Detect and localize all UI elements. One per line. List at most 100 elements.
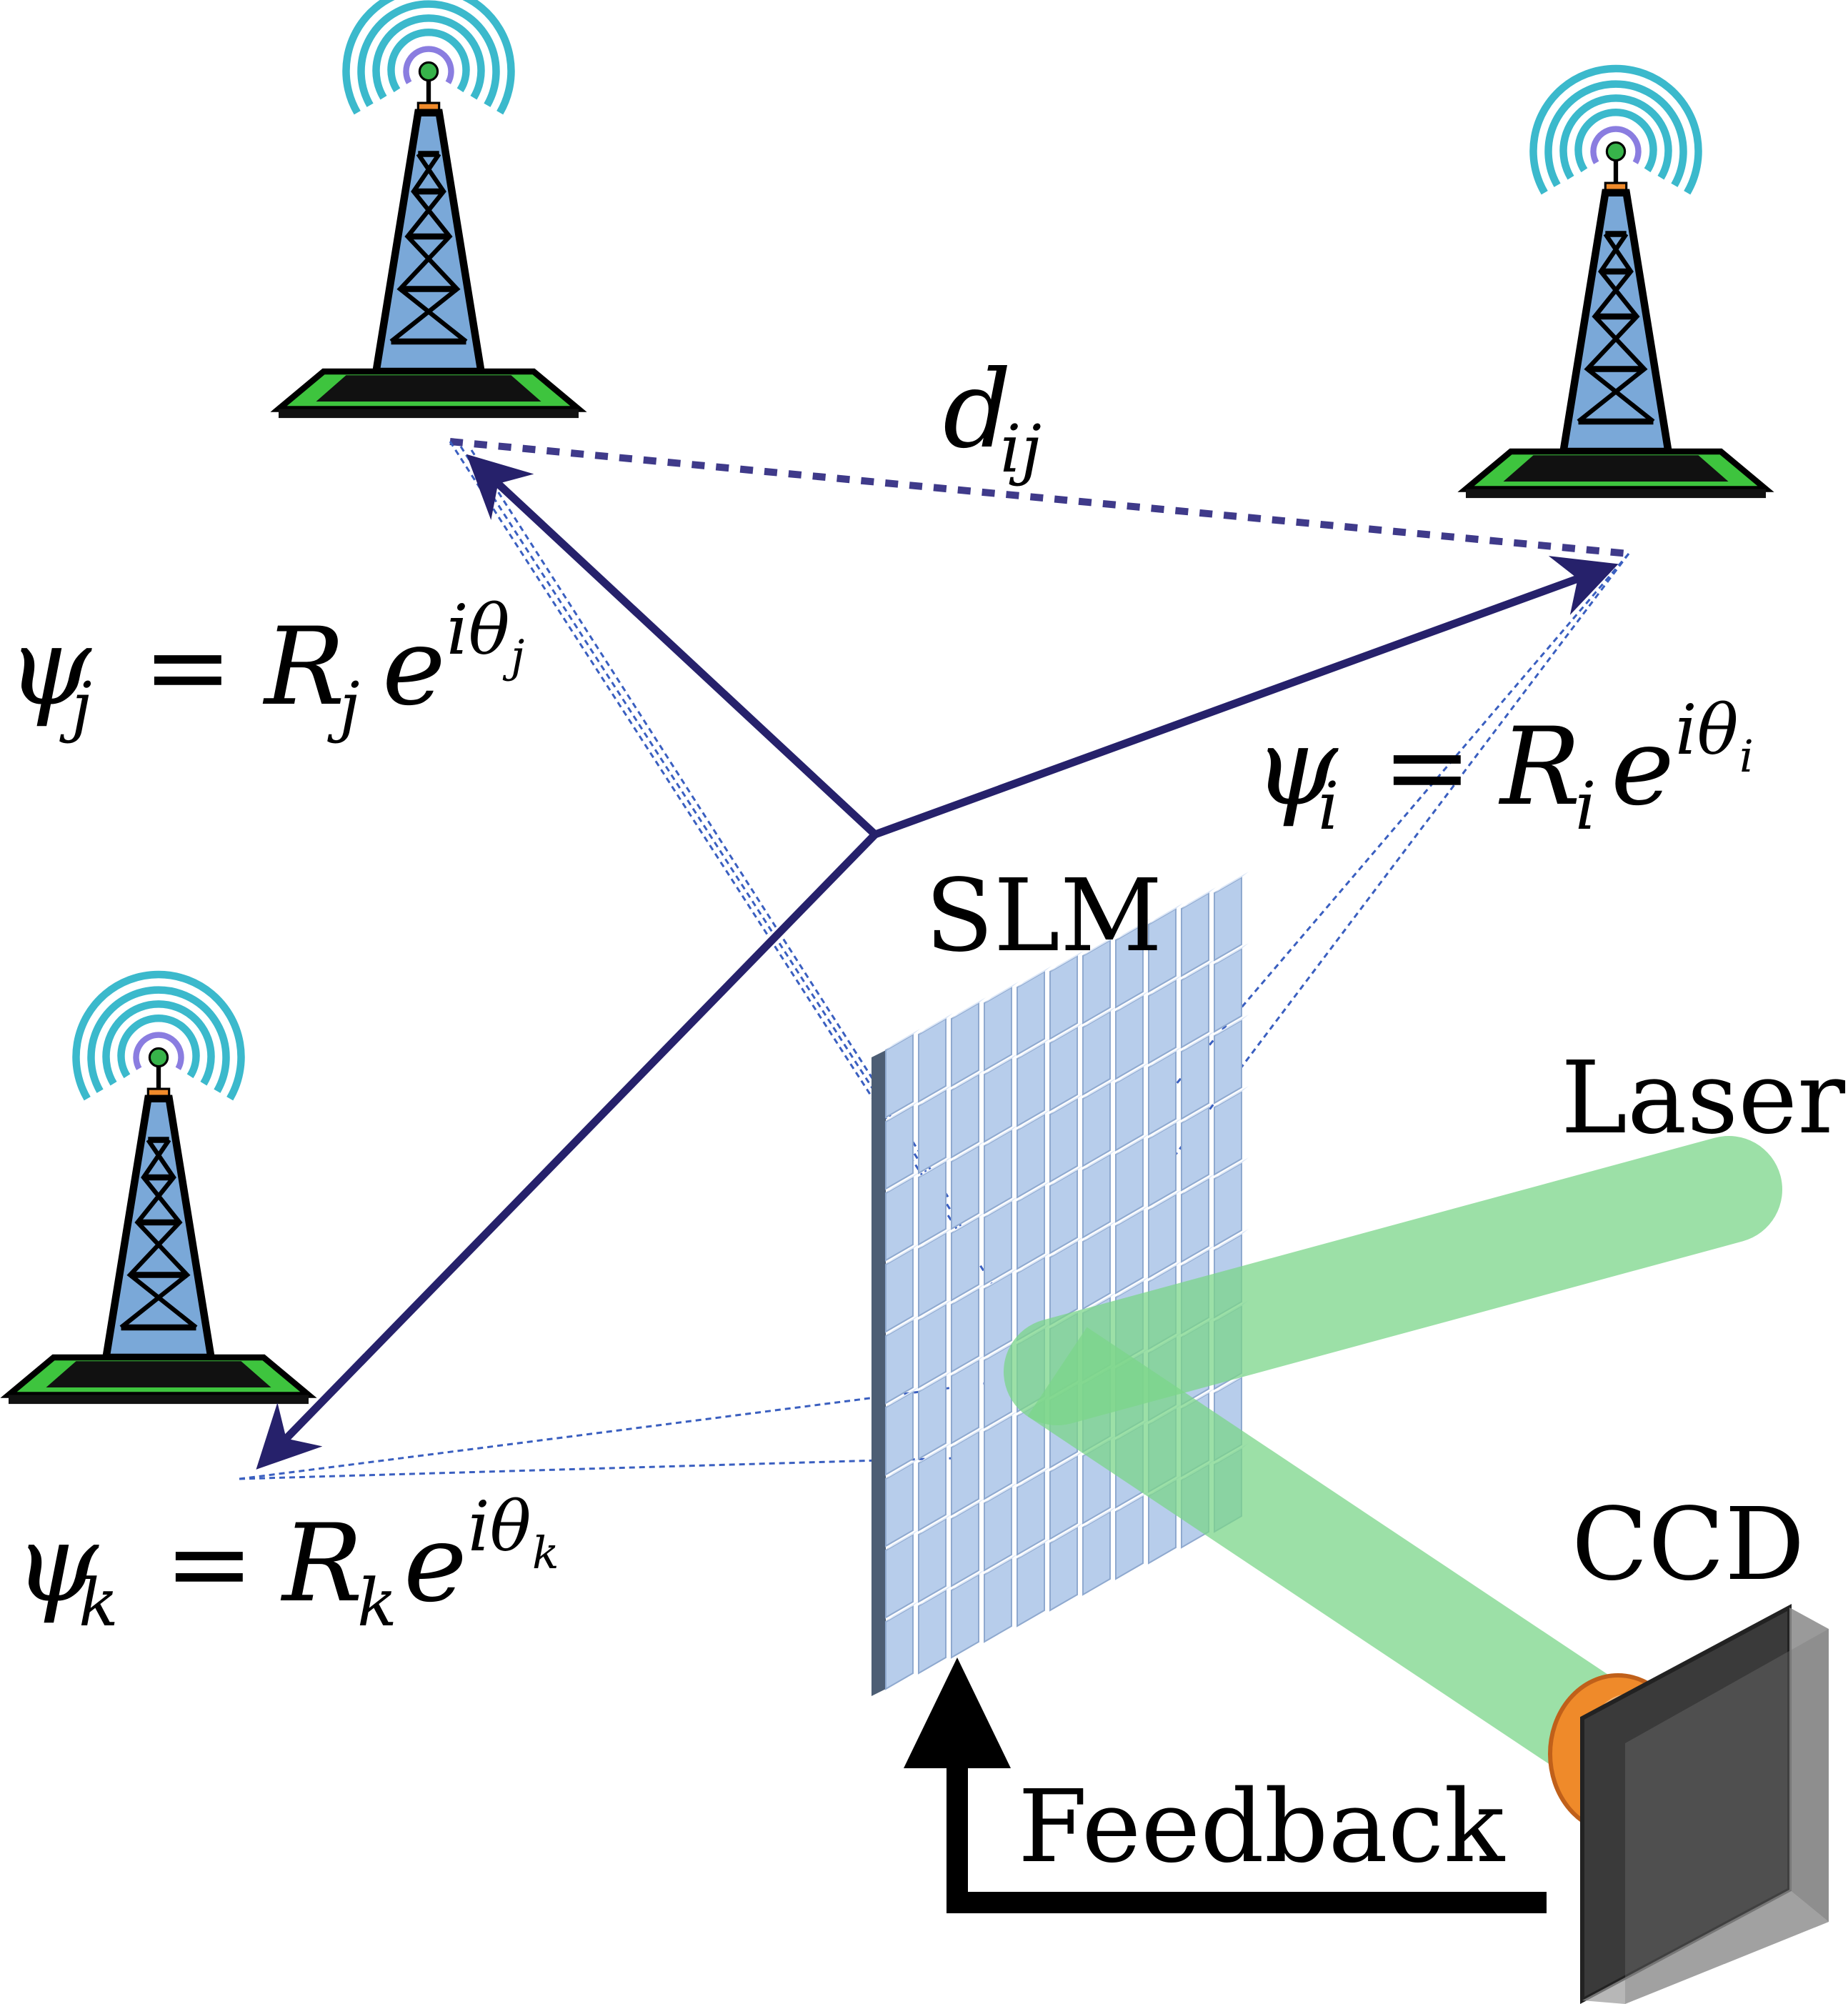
slm-pixel-top [1017,966,1052,987]
slm-pixel-top [1083,934,1117,956]
slm-pixel-top [919,1370,953,1392]
slm-pixel [1049,1026,1078,1112]
dij-sub: ij [1000,411,1042,487]
slm-pixel-top [1017,1037,1052,1059]
slm-pixel [951,1073,979,1159]
psi-j-e: e [382,605,446,729]
slm-pixel-top [919,1085,953,1106]
slm-pixel [1017,970,1045,1056]
slm-pixel-top [1116,919,1150,940]
slm-pixel-top [1116,1490,1150,1512]
slm-pixel-top [919,1585,953,1606]
slm-pixel [885,1605,914,1690]
slm-pixel-top [1182,887,1216,909]
psi-i-lhs-sub: i [1318,768,1339,844]
slm-pixel [885,1247,914,1333]
feedback-label: Feedback [1018,1769,1505,1885]
slm-pixel-top [1182,959,1216,980]
slm-pixel-top [1214,1086,1249,1107]
slm-pixel [885,1105,914,1190]
slm-pixel [984,1200,1012,1286]
slm-pixel-top [1214,1229,1249,1250]
slm-pixel-top [952,1140,986,1162]
slm-pixel [1214,876,1242,962]
laser-beam [1004,1136,1782,1425]
label-psi-j: ψ j = R j e iθ j [7,590,524,744]
ccd-camera-icon [1548,1603,1829,2004]
slm-pixel [1115,1209,1144,1295]
slm-pixel [1049,1169,1078,1255]
slm-pixel [1148,979,1177,1065]
slm-pixel [885,1462,914,1547]
slm-pixel-top [984,982,1019,1003]
slm-pixel [984,1486,1012,1572]
slm-pixel [1181,892,1209,977]
slm-device-icon [871,872,1249,1696]
slm-pixel-top [1149,1260,1183,1282]
slm-pixel-top [1050,1165,1084,1186]
slm-pixel-top [1116,1062,1150,1083]
slm-pixel-top [1214,943,1249,964]
slm-label: SLM [925,858,1162,974]
psi-i-lhs: ψ [1254,705,1339,829]
psi-k-lhs-sub: k [79,1565,119,1641]
slm-pixel-top [1083,1006,1117,1027]
slm-pixel-top [952,1069,986,1090]
slm-pixel-top [1149,903,1183,924]
slm-pixel [1017,1470,1045,1556]
slm-pixel [984,986,1012,1072]
slm-pixel [984,1129,1012,1215]
tower-icon-i [1466,69,1766,498]
distance-link-dij [449,438,1629,557]
slm-pixel [1049,954,1078,1040]
slm-pixel-top [919,1013,953,1035]
slm-pixel-top [886,1029,920,1050]
slm-pixel [1017,1185,1045,1270]
psi-k-eq: = [164,1502,254,1626]
slm-pixel-top [984,1267,1019,1289]
slm-pixel-top [952,1212,986,1233]
slm-pixel [918,1303,947,1389]
slm-pixel-top [1116,1276,1150,1297]
slm-pixel [918,1375,947,1460]
slm-pixel-top [1214,1157,1249,1179]
slm-pixel [1049,1526,1078,1612]
slm-pixel-top [952,997,986,1019]
slm-pixel-top [984,1053,1019,1075]
psi-k-R-sub: k [357,1565,397,1641]
slm-pixel [1082,1010,1111,1096]
slm-pixel-top [1017,1537,1052,1559]
slm-pixel [1148,1050,1177,1136]
slm-pixel-top [1214,1015,1249,1036]
slm-pixel-top [1116,1133,1150,1155]
slm-pixel-top [1182,1245,1216,1266]
slm-pixel-top [886,1457,920,1479]
tower-icon-k [9,974,309,1404]
slm-pixel-top [1050,1236,1084,1257]
slm-pixel-top [1214,872,1249,893]
slm-pixel [1148,907,1177,993]
slm-pixel-top [919,1156,953,1177]
slm-pixel-top [1050,950,1084,972]
slm-pixel [1082,1082,1111,1167]
slm-pixel [1049,1240,1078,1326]
slm-pixel [1017,1042,1045,1127]
slm-pixel-top [919,1442,953,1463]
slm-pixel-top [1182,1102,1216,1123]
psi-j-lhs: ψ [7,605,92,729]
slm-pixel [984,1415,1012,1500]
slm-pixel-top [886,1600,920,1622]
slm-pixel [984,1057,1012,1143]
slm-pixel [951,1502,979,1587]
dij-main: d [943,348,1012,472]
slm-pixel-top [1050,1022,1084,1043]
slm-pixel [951,1002,979,1087]
reflected-beam [1027,1327,1623,1774]
psi-i-exp-sub: i [1739,730,1754,782]
slm-pixel [1082,1153,1111,1239]
slm-pixel-top [952,1497,986,1519]
psi-k-e: e [404,1502,467,1626]
slm-pixel-top [1050,1450,1084,1472]
slm-pixel [951,1573,979,1659]
laser-label: Laser [1561,1040,1845,1157]
